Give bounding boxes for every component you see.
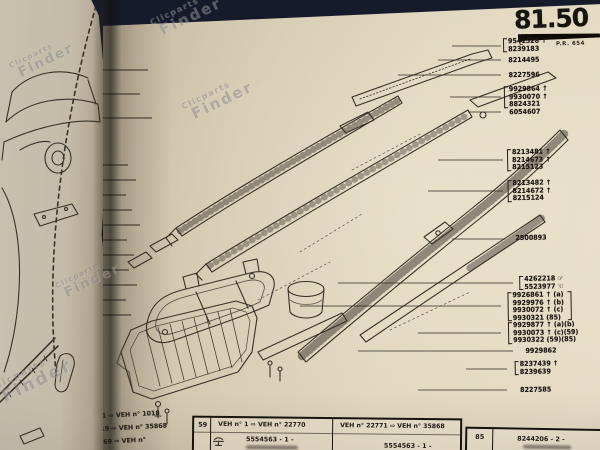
part-number: 8215124 [512, 193, 544, 203]
table-range: VEH n° 1 ⇨ VEH n° 22770 [218, 420, 306, 429]
part-number-group: 9929862 [525, 346, 558, 355]
upper-left-rail [165, 95, 403, 247]
table-part-number: 5554563 - 1 - [383, 441, 432, 450]
bracket [507, 180, 512, 202]
table-part-number: 5554563 - 1 - [245, 435, 294, 444]
table-code: 59 [198, 420, 208, 429]
part-number-group: 6054607 [509, 107, 542, 117]
part-number-group: 9926861 ↑ (a)9929976 ↑ (b)9930072 ↑ (c)9… [507, 290, 572, 322]
bracket [567, 291, 572, 321]
part-number-group: 8237439 ↑8239639 [514, 359, 561, 376]
lower-right-rail [359, 214, 546, 343]
part-number: 8239183 [508, 44, 540, 53]
part-number: 8227596 [508, 70, 540, 80]
canister [287, 280, 325, 319]
alignment-lines [257, 133, 471, 331]
applicability-table-59: 59 VEH n° 1 ⇨ VEH n° 22770 5554563 - 1 -… [191, 415, 463, 450]
part-number-group: 8213481 ↑8214673 ↑8215123 [506, 147, 554, 172]
part-number-group: 9541528 ↑8239183 [502, 37, 549, 53]
middle-rail [195, 109, 473, 281]
part-number-group: 4262218 ☞5523977 ☜ [519, 274, 566, 291]
part-number: 8227585 [520, 385, 552, 395]
bracket [507, 292, 512, 322]
table-code: 85 [475, 432, 485, 441]
part-number-group: 9929864 ↑9930070 ↑8824321 [503, 85, 551, 108]
bracket [514, 361, 519, 376]
end-brackets [127, 233, 179, 269]
part-number: 2500893 [515, 233, 547, 243]
bracket [519, 275, 524, 291]
applicability-table-85: 85 8244206 - 2 - [464, 426, 600, 450]
part-number-group: 8213482 ↑8214672 ↑8215124 [507, 178, 554, 203]
part-number: 8214495 [508, 55, 540, 65]
part-number-group: 8227596 [508, 70, 542, 80]
part-number-group: 8227585 [520, 385, 553, 395]
part-number-group: 9929877 ↑ (a)(b)9930073 ↑ (c)(59)9930322… [507, 320, 583, 345]
part-number: 8239639 [519, 367, 551, 376]
table-range: VEH n° 22771 ⇨ VEH n° 35868 [340, 422, 445, 431]
header-corner-letter: C [519, 41, 524, 47]
bracket [506, 149, 512, 171]
part-number-group: 2500893 [515, 233, 548, 243]
part-number: 8215123 [512, 162, 544, 172]
part-number-group: 8214495 [508, 55, 541, 65]
table-part-number: 8244206 - 2 - [517, 434, 565, 444]
part-number: 9930322 (59)(85) [513, 335, 577, 345]
bracket [507, 322, 513, 344]
mid-channel [257, 312, 348, 382]
subframe [146, 258, 275, 343]
pan-bolts [154, 400, 170, 425]
right-main-rail [297, 129, 569, 363]
small-bracket [423, 221, 454, 245]
bracket [503, 86, 509, 108]
bracket [502, 38, 508, 53]
part-number: 9929862 [525, 346, 557, 355]
car-lift-icon [212, 437, 225, 446]
part-number: 6054607 [509, 107, 541, 117]
